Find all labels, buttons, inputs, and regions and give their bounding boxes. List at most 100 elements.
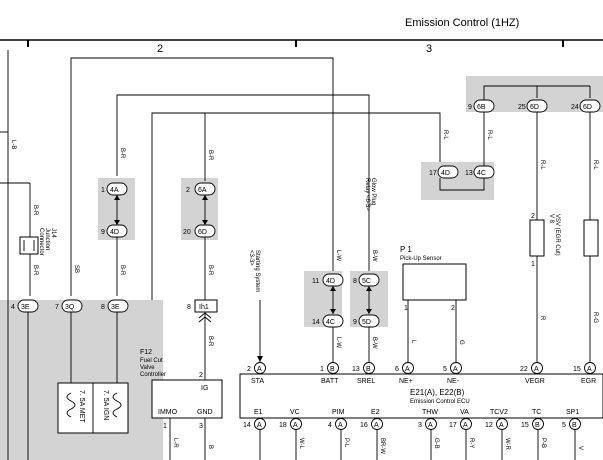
f12-gnd: GND — [197, 409, 213, 416]
wire-label-b: B — [207, 445, 213, 449]
svg-text:13: 13 — [465, 170, 473, 177]
second-vsv — [583, 219, 599, 257]
svg-text:1: 1 — [404, 305, 408, 312]
svg-text:VC: VC — [290, 409, 300, 416]
wire-label-l: L — [410, 340, 416, 344]
svg-text:4A: 4A — [110, 187, 119, 194]
j14-name: Junction — [44, 228, 50, 250]
starting-system: Starting System — [254, 250, 260, 292]
svg-text:A: A — [499, 422, 504, 429]
svg-text:6B: 6B — [477, 104, 486, 111]
svg-text:4C: 4C — [326, 319, 335, 326]
connector-6d-r2: 24 6D — [571, 99, 601, 113]
glow-plug-relay: Relay <6-3> — [364, 178, 370, 211]
svg-text:3: 3 — [199, 423, 203, 430]
wire-label-br-6a: B-R — [207, 150, 213, 161]
v8-name: VSV (EGR Cut) — [554, 214, 560, 256]
j14-name2: Connector — [38, 228, 44, 256]
wire-label-gb: G-B — [433, 438, 439, 449]
svg-text:B: B — [330, 366, 335, 373]
svg-text:A: A — [374, 422, 379, 429]
svg-text:2: 2 — [199, 372, 203, 379]
svg-text:17: 17 — [429, 170, 437, 177]
j14-id: J14 — [50, 228, 56, 238]
pick-up-sensor — [402, 263, 467, 301]
svg-text:Ih1: Ih1 — [199, 304, 209, 311]
svg-text:9: 9 — [468, 104, 472, 111]
starting-system-ref: <3-3> — [248, 250, 254, 266]
svg-text:B: B — [572, 422, 577, 429]
svg-text:B: B — [366, 366, 371, 373]
svg-text:SREL: SREL — [357, 378, 375, 385]
svg-text:11: 11 — [312, 278, 319, 285]
connector-3e-right: 8 3E — [101, 299, 129, 313]
svg-text:A: A — [257, 422, 262, 429]
connector-6d: 20 6D — [183, 224, 216, 238]
svg-text:4: 4 — [328, 422, 332, 429]
emission-control-ecu — [239, 373, 603, 419]
connector-4d-b: 11 4D — [312, 273, 344, 287]
wire-label-lb: L-B — [10, 140, 16, 149]
svg-text:13: 13 — [352, 366, 360, 373]
fuse-ign: 7. 5A IGN — [102, 390, 109, 420]
svg-text:EGR: EGR — [581, 378, 596, 385]
ecu-id: E21(A), E22(B) — [410, 388, 465, 397]
connector-ih1: 8 Ih1 — [187, 299, 218, 323]
svg-text:4C: 4C — [477, 170, 486, 177]
svg-text:12: 12 — [485, 422, 493, 429]
svg-text:4: 4 — [11, 304, 15, 311]
connector-6b: 9 6B — [468, 99, 495, 113]
wire-label-wl: W-L — [298, 438, 304, 450]
wire-label-bw-bot: B-W — [371, 337, 377, 349]
svg-text:3E: 3E — [21, 304, 30, 311]
svg-text:4D: 4D — [441, 170, 450, 177]
svg-text:3Q: 3Q — [65, 304, 75, 311]
p1-id: P 1 — [400, 245, 412, 254]
svg-text:5: 5 — [562, 422, 566, 429]
v8-pin2: 2 — [531, 213, 535, 220]
svg-text:A: A — [428, 422, 433, 429]
svg-text:PIM: PIM — [332, 409, 345, 416]
svg-text:NE+: NE+ — [399, 378, 413, 385]
wire-label-g: G — [458, 340, 464, 345]
svg-text:A: A — [405, 366, 410, 373]
connector-4d-a: 9 4D — [101, 224, 128, 238]
svg-text:NE-: NE- — [447, 378, 460, 385]
wire-label-ry: R-Y — [468, 438, 474, 448]
wire-label-lw-top: L-W — [335, 250, 341, 261]
wire-label-lr: L-R — [172, 438, 178, 448]
grid-col-2: 2 — [157, 43, 163, 55]
connector-4d-c: 17 4D — [429, 165, 459, 179]
connector-4a: 1 4A — [101, 182, 128, 196]
svg-text:14: 14 — [243, 422, 251, 429]
svg-text:24: 24 — [571, 104, 579, 111]
v8-pin1: 1 — [531, 261, 535, 268]
svg-text:6D: 6D — [583, 104, 592, 111]
svg-text:5D: 5D — [362, 319, 371, 326]
svg-text:A: A — [534, 366, 539, 373]
svg-text:4D: 4D — [326, 278, 335, 285]
wire-label-rl-c: R-L — [539, 160, 545, 170]
svg-text:BATT: BATT — [321, 378, 339, 385]
fuse-met: 7. 5A MET — [78, 390, 85, 423]
svg-text:A: A — [257, 366, 262, 373]
v8-id: V 8 — [548, 214, 554, 224]
svg-text:18: 18 — [279, 422, 287, 429]
connector-3e-left: 4 3E — [11, 299, 39, 313]
svg-text:TCV2: TCV2 — [490, 409, 508, 416]
wire-label-lw-bot: L-W — [335, 337, 341, 348]
wire-label-v: V — [577, 446, 583, 450]
wire-label-r: R — [539, 316, 545, 321]
wire-label-rl-a: R-L — [442, 130, 448, 140]
wire-label-rl-b: R-L — [486, 130, 492, 140]
wire-label-sb: SB — [73, 265, 79, 273]
svg-text:14: 14 — [312, 319, 320, 326]
svg-text:8: 8 — [187, 304, 191, 311]
